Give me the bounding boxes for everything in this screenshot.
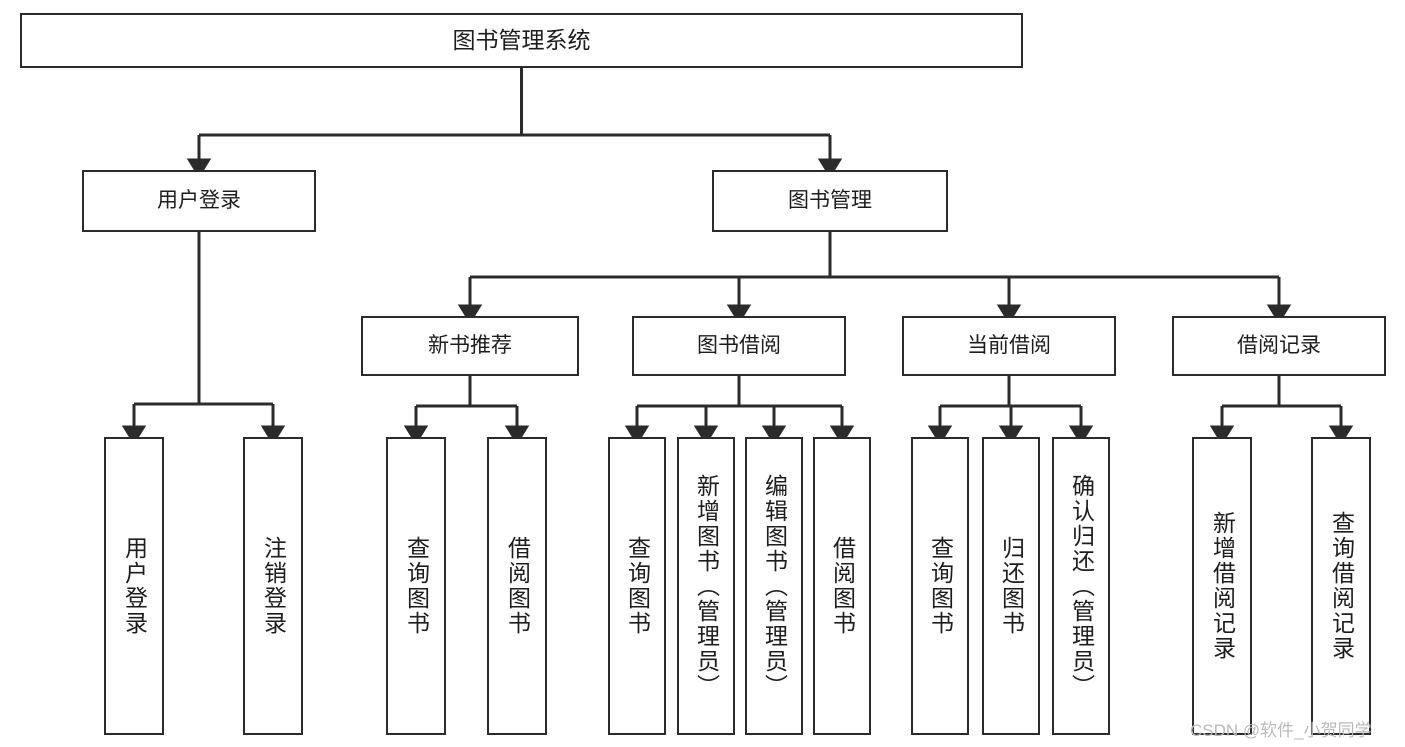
leaf-logout[interactable]: 注销登录 [243,437,303,735]
node-user-login[interactable]: 用户登录 [82,170,316,232]
leaf-borrow-book-recommend-label: 借阅图书 [504,536,531,636]
leaf-return-book[interactable]: 归还图书 [982,437,1040,735]
node-current-borrow[interactable]: 当前借阅 [902,316,1116,376]
leaf-query-book-borrow[interactable]: 查询图书 [608,437,666,735]
node-book-borrow-label: 图书借阅 [697,334,781,358]
leaf-query-book-recommend-label: 查询图书 [403,536,430,636]
node-root[interactable]: 图书管理系统 [20,13,1023,68]
leaf-query-borrow-record[interactable]: 查询借阅记录 [1311,437,1371,735]
node-new-book-recommend[interactable]: 新书推荐 [361,316,579,376]
node-user-login-label: 用户登录 [157,189,241,213]
leaf-add-borrow-record[interactable]: 新增借阅记录 [1192,437,1252,735]
node-new-book-recommend-label: 新书推荐 [428,334,512,358]
node-book-manage[interactable]: 图书管理 [712,170,948,232]
leaf-add-book-admin[interactable]: 新增图书（管理员） [677,437,735,735]
leaf-query-borrow-record-label: 查询借阅记录 [1328,511,1355,661]
leaf-user-login-label: 用户登录 [121,536,148,636]
leaf-borrow-book-recommend[interactable]: 借阅图书 [487,437,547,735]
leaf-edit-book-admin-label: 编辑图书（管理员） [761,473,788,699]
csdn-watermark: CSDN @软件_小贺同学 [1190,721,1372,740]
edges-group [121,68,1354,446]
node-borrow-record-label: 借阅记录 [1237,334,1321,358]
leaf-return-book-label: 归还图书 [998,536,1025,636]
node-book-borrow[interactable]: 图书借阅 [632,316,846,376]
leaf-query-book-borrow-label: 查询图书 [624,536,651,636]
node-borrow-record[interactable]: 借阅记录 [1172,316,1386,376]
leaf-query-book-recommend[interactable]: 查询图书 [386,437,446,735]
node-book-manage-label: 图书管理 [788,189,872,213]
leaf-add-borrow-record-label: 新增借阅记录 [1209,511,1236,661]
node-root-label: 图书管理系统 [452,26,591,53]
leaf-edit-book-admin[interactable]: 编辑图书（管理员） [745,437,803,735]
leaf-add-book-admin-label: 新增图书（管理员） [693,473,720,699]
leaf-query-book-current-label: 查询图书 [927,536,954,636]
leaf-borrow-book-label: 借阅图书 [829,536,856,636]
leaf-confirm-return-admin[interactable]: 确认归还（管理员） [1052,437,1110,735]
node-current-borrow-label: 当前借阅 [967,334,1051,358]
leaf-borrow-book[interactable]: 借阅图书 [813,437,871,735]
leaf-user-login[interactable]: 用户登录 [104,437,164,735]
leaf-query-book-current[interactable]: 查询图书 [911,437,969,735]
leaf-logout-label: 注销登录 [260,536,287,636]
leaf-confirm-return-admin-label: 确认归还（管理员） [1068,473,1095,699]
